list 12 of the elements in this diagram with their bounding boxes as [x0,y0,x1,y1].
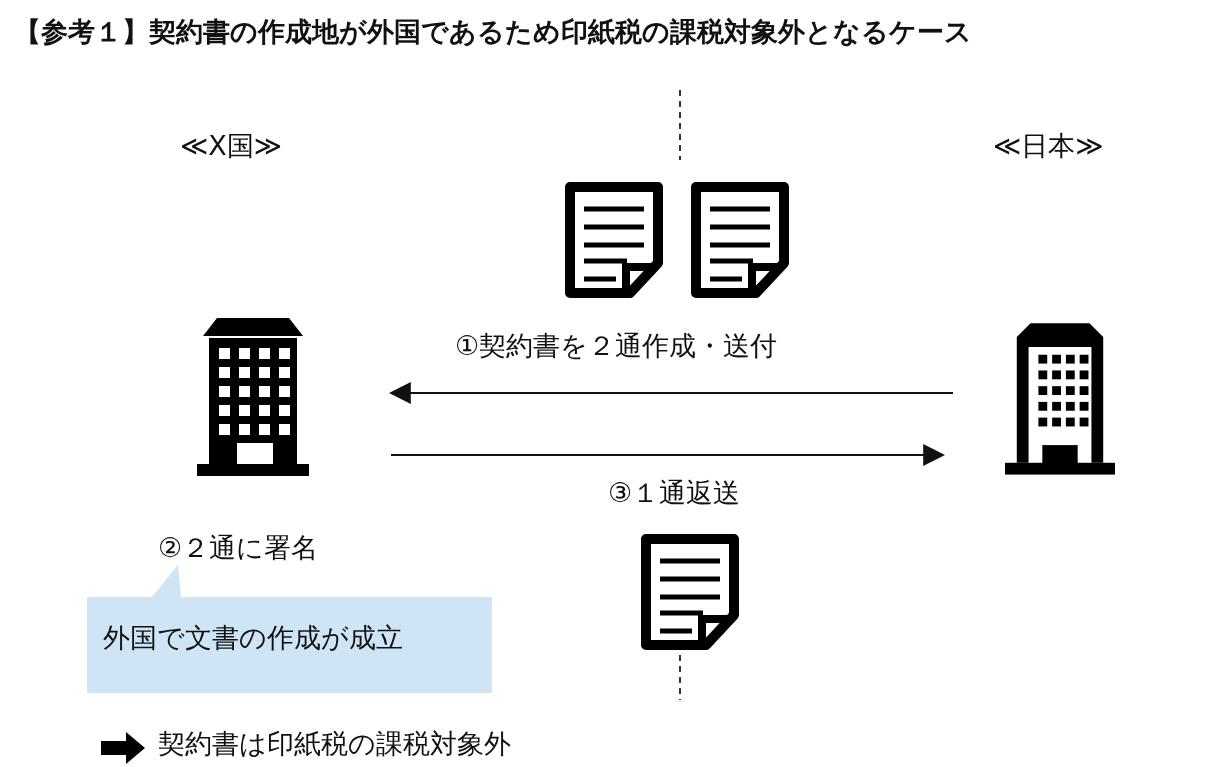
arrow [390,444,946,466]
step-label: ②２通に署名 [158,532,319,565]
edge-label: ③１通返送 [608,477,741,510]
callout-text: 外国で文書の作成が成立 [103,622,403,655]
building-icon [197,316,309,476]
conclusion-text: 契約書は印紙税の課税対象外 [158,728,511,761]
edge-label: ①契約書を２通作成・送付 [455,330,778,363]
region-label: ≪X国≫ [180,130,283,163]
title: 【参考１】契約書の作成地が外国であるため印紙税の課税対象外となるケース [14,16,972,49]
callout-bubble [87,565,492,693]
region-label: ≪日本≫ [993,130,1104,163]
arrow [388,382,954,404]
